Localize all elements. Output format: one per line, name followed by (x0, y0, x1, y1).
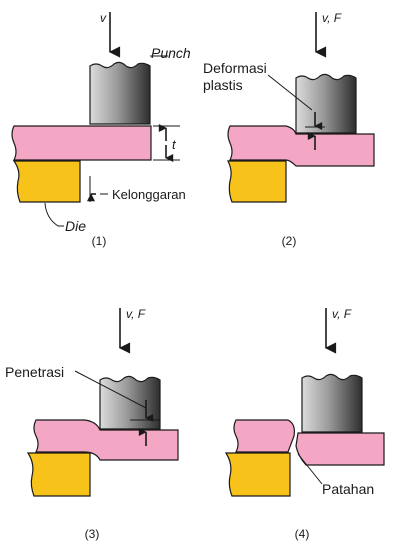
sheet-metal (11, 125, 152, 161)
punch (99, 375, 161, 430)
thickness-label: t (172, 137, 177, 152)
step-label-4: (4) (295, 527, 310, 541)
panel-2: v, F Deformasi plastis (2) (203, 11, 375, 248)
force-label: v, F (322, 11, 342, 25)
punch-label: Punch (151, 45, 191, 61)
penetration-label: Penetrasi (5, 364, 64, 380)
die (12, 160, 81, 203)
velocity-label: v (100, 11, 107, 25)
plastic-label: plastis (203, 77, 243, 93)
step-label-2: (2) (282, 234, 297, 248)
force-label: v, F (332, 307, 352, 321)
panel-1: v Punch t Kelonggaran Die (1) (11, 11, 191, 248)
die (227, 160, 287, 203)
punch (301, 373, 363, 433)
die-label: Die (65, 218, 86, 234)
punch (295, 73, 357, 134)
sheet-metal (227, 125, 375, 167)
die (224, 452, 291, 497)
deformation-label: Deformasi (203, 60, 267, 76)
panel-3: v, F Penetrasi (3) (5, 307, 179, 541)
die (26, 452, 91, 497)
blank-slug (295, 432, 385, 466)
force-label: v, F (126, 307, 146, 321)
step-label-1: (1) (92, 234, 107, 248)
clearance-label: Kelonggaran (112, 187, 186, 202)
sheet-metal-remainder (233, 419, 295, 453)
step-label-3: (3) (85, 527, 100, 541)
punch (89, 61, 151, 125)
fracture-label: Patahan (322, 481, 374, 497)
panel-4: v, F Patahan (4) (224, 307, 385, 541)
